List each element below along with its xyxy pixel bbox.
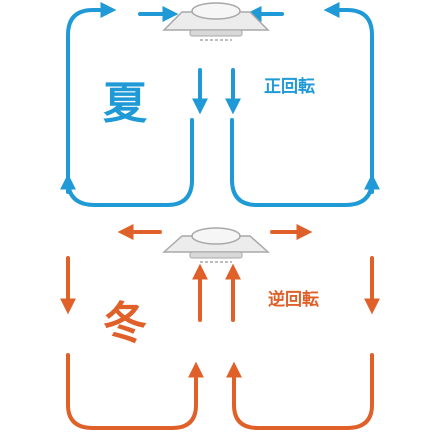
summer-section	[60, 2, 380, 207]
winter-ceiling-fan-icon	[162, 227, 270, 263]
winter-rotation-label: 逆回転	[266, 290, 321, 311]
summer-ceiling-fan-icon	[162, 2, 270, 41]
summer-left-loop-arrow	[66, 2, 117, 194]
winter-left-return-arrow	[66, 353, 204, 430]
summer-season-label: 夏	[103, 78, 147, 129]
summer-right-loop-arrow	[323, 2, 374, 194]
summer-left-return-arrow	[60, 118, 194, 207]
winter-section	[60, 224, 380, 430]
summer-rotation-label: 正回転	[262, 77, 317, 98]
summer-right-return-arrow	[230, 118, 380, 207]
winter-season-label: 冬	[103, 298, 147, 349]
winter-right-return-arrow	[226, 353, 374, 430]
